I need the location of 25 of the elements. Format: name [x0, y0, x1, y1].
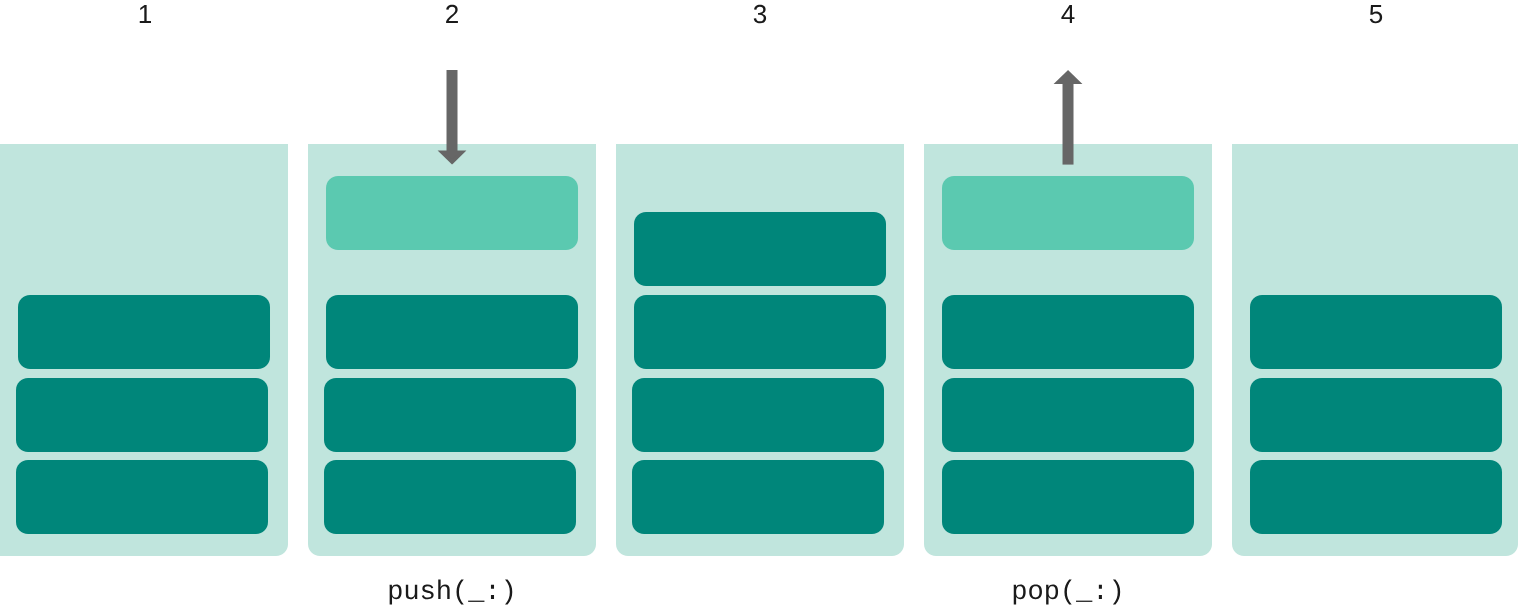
stack-block [634, 212, 886, 286]
stack-block [942, 378, 1194, 452]
moving-block [326, 176, 578, 250]
code-label: pop(_:) [1013, 579, 1121, 605]
stack-block [1250, 378, 1502, 452]
stack-block [634, 295, 886, 369]
stack-block [324, 378, 576, 452]
stack-block [1250, 295, 1502, 369]
stack-block [16, 378, 268, 452]
stack-block [326, 295, 578, 369]
stack-block [632, 378, 884, 452]
step-number: 3 [753, 4, 767, 24]
step-number: 1 [139, 5, 151, 23]
stack-block [942, 460, 1194, 534]
stack-block [942, 295, 1194, 369]
stack-block [324, 460, 576, 534]
step-number: 2 [446, 4, 458, 23]
stack-block [18, 295, 270, 369]
step-number: 5 [1369, 5, 1383, 24]
stack-block [16, 460, 268, 534]
code-label: push(_:) [389, 579, 513, 605]
moving-block [942, 176, 1194, 250]
step-number: 4 [1061, 5, 1075, 23]
stack-block [1250, 460, 1502, 534]
stack-block [632, 460, 884, 534]
